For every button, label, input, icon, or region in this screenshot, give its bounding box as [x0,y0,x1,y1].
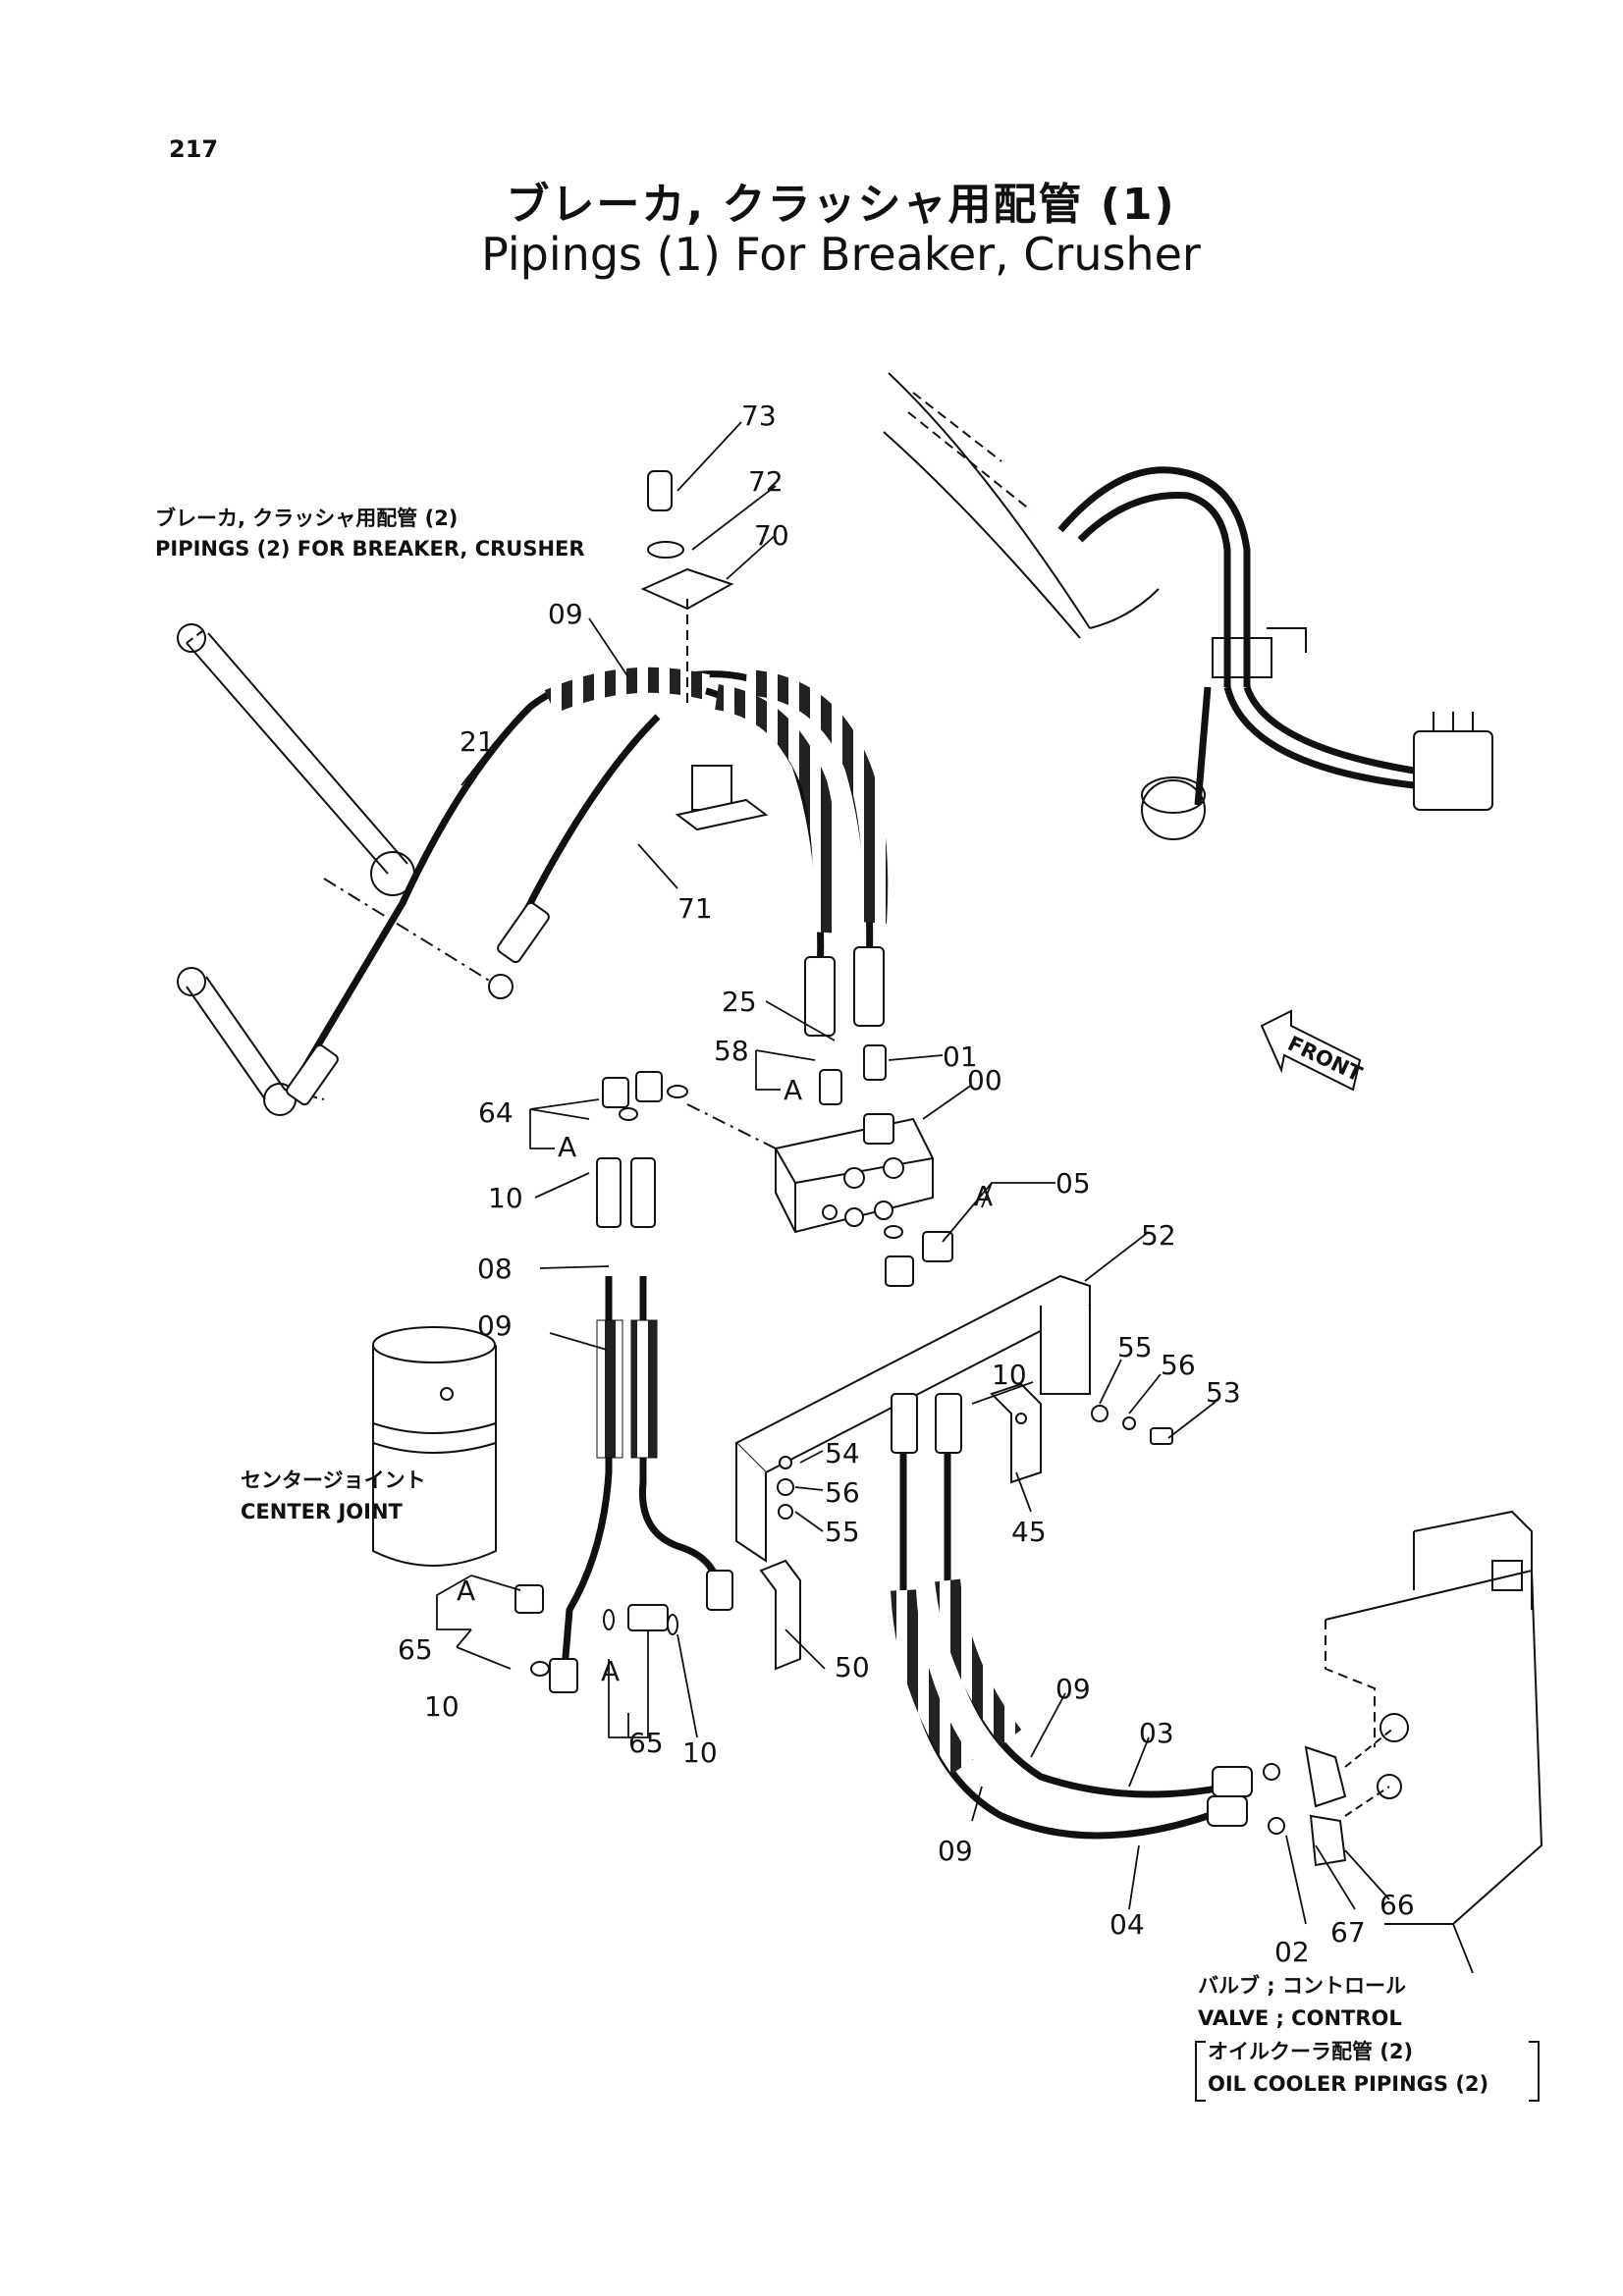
note-valve-en: VALVE ; CONTROL [1198,2006,1402,2030]
callout-71: 71 [677,892,713,925]
callout-53: 53 [1206,1376,1241,1409]
callout-25: 25 [722,986,757,1018]
callout-a-5: A [601,1655,620,1687]
callout-66: 66 [1380,1889,1415,1921]
protector-sleeves-left [596,1319,658,1459]
callout-09-left: 09 [477,1309,513,1342]
control-valve-body [1325,1510,1543,1925]
page-number: 217 [169,135,219,163]
clamp-bracket [640,470,769,831]
callout-65-right: 65 [628,1727,664,1759]
callout-10-d: 10 [682,1736,718,1769]
callout-a-2: A [558,1131,576,1163]
callout-67: 67 [1330,1916,1366,1949]
callout-50: 50 [835,1651,870,1683]
callout-56-left: 56 [825,1476,860,1509]
callout-54: 54 [825,1437,860,1469]
callout-08: 08 [477,1253,513,1285]
callout-52: 52 [1141,1219,1176,1252]
note-oil-cooler-en: OIL COOLER PIPINGS (2) [1208,2072,1488,2096]
callout-45: 45 [1011,1516,1047,1548]
callout-55-left: 55 [825,1516,860,1548]
hose-fittings-upper [286,901,885,1106]
callout-09-bottom: 09 [938,1835,973,1867]
callout-01: 01 [943,1041,978,1073]
valve-block [686,1044,934,1234]
callout-10-a: 10 [488,1182,523,1214]
callout-labels: 73 72 70 09 21 71 25 58 A 01 00 64 A 10 … [398,400,1415,1968]
callout-03: 03 [1139,1717,1174,1749]
callout-10-c: 10 [424,1690,460,1723]
reference-notes: ブレーカ, クラッシャ用配管 (2) PIPINGS (2) FOR BREAK… [155,507,1540,2102]
callout-05: 05 [1055,1167,1091,1200]
callout-21: 21 [460,725,495,758]
callout-72: 72 [748,465,784,498]
protector-sleeves-right [891,1578,1022,1775]
leader-lines [436,421,1474,1974]
callout-a-4: A [457,1575,475,1607]
callout-73: 73 [741,400,777,432]
callout-58: 58 [714,1035,749,1067]
note-center-joint-jp: センタージョイント [241,1468,426,1492]
callout-04: 04 [1109,1908,1145,1941]
center-joint [372,1326,497,1567]
callout-09-right: 09 [1055,1673,1091,1705]
note-pipings2-jp: ブレーカ, クラッシャ用配管 (2) [155,507,458,530]
note-pipings2-en: PIPINGS (2) FOR BREAKER, CRUSHER [155,537,585,561]
mounting-bracket [734,1274,1173,1671]
callout-10-b: 10 [992,1359,1027,1391]
fittings-lower-left [514,1157,733,1693]
callout-00: 00 [967,1064,1002,1096]
protector-sleeves-upper [544,667,889,934]
callout-65-left: 65 [398,1633,433,1666]
callout-70: 70 [754,519,789,552]
note-valve-jp: バルブ ; コントロール [1198,1974,1406,1998]
title-japanese: ブレーカ, クラッシャ用配管 (1) [506,180,1176,230]
callout-64: 64 [478,1096,514,1129]
title-english: Pipings (1) For Breaker, Crusher [481,228,1201,281]
callout-56-right: 56 [1161,1349,1196,1381]
callout-09-upper: 09 [548,598,583,630]
front-arrow: FRONT [1260,1009,1366,1092]
fittings-mid [602,1071,953,1287]
note-oil-cooler-jp: オイルクーラ配管 (2) [1208,2040,1413,2063]
callout-02: 02 [1274,1936,1310,1968]
callout-55-right: 55 [1117,1331,1153,1363]
callout-a-1: A [784,1074,802,1106]
callout-a-3: A [974,1180,993,1212]
note-center-joint-en: CENTER JOINT [241,1500,404,1523]
boom-cylinders [177,623,514,1116]
boom-inset [883,372,1493,840]
